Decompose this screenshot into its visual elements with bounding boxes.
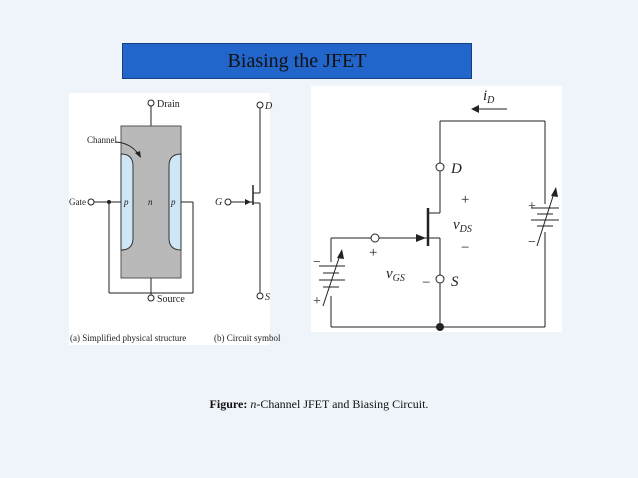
id-label: iD — [483, 88, 495, 106]
d-terminal — [435, 162, 445, 172]
channel-label: Channel — [87, 135, 117, 145]
jfet-structure-panel: Drain p n p Channel Gate S — [69, 93, 281, 345]
jfet-structure-svg: Drain p n p Channel Gate S — [69, 99, 281, 343]
symbol-s-label: S — [265, 292, 270, 303]
gate-arrowhead — [416, 234, 426, 242]
right-battery-variable-line — [536, 189, 556, 247]
left-battery-plus: + — [313, 294, 321, 309]
vds-minus: − — [461, 240, 469, 256]
symbol-d-label: D — [264, 101, 273, 112]
vgs-minus: − — [422, 275, 430, 291]
caption-n: n — [250, 397, 257, 411]
d-label: D — [450, 161, 462, 177]
right-battery-variable-arrow — [551, 187, 558, 197]
symbol-drain-terminal — [256, 101, 264, 109]
p-right-label: p — [170, 197, 176, 207]
left-battery-minus: − — [313, 255, 321, 270]
gate-terminal — [87, 198, 95, 206]
slide-title: Biasing the JFET — [227, 49, 367, 72]
right-battery-plus: + — [528, 199, 536, 214]
ground-junction — [436, 323, 444, 331]
vds-label: vDS — [453, 217, 472, 235]
biasing-circuit-svg: iD + − D — [313, 88, 559, 331]
figure-caption: Figure: n-Channel JFET and Biasing Circu… — [0, 397, 638, 412]
biasing-circuit-panel: iD + − D — [311, 86, 562, 332]
p-region-left — [120, 153, 134, 251]
gate-label: Gate — [69, 197, 86, 207]
id-arrowhead — [471, 105, 479, 113]
channel-arrowhead — [135, 151, 141, 158]
p-region-right — [168, 153, 182, 251]
symbol-source-terminal — [256, 292, 264, 300]
symbol-gate-terminal — [224, 198, 232, 206]
right-battery-minus: − — [528, 235, 536, 250]
vds-plus: + — [461, 192, 469, 208]
symbol-caption: (b) Circuit symbol — [214, 333, 281, 343]
physical-caption: (a) Simplified physical structure — [70, 333, 186, 343]
n-label: n — [148, 197, 153, 207]
caption-text: -Channel JFET and Biasing Circuit. — [256, 397, 429, 411]
source-terminal — [147, 294, 155, 302]
drain-terminal — [147, 99, 155, 107]
vgs-plus: + — [369, 245, 377, 261]
vgs-label: vGS — [386, 266, 405, 284]
g-terminal — [370, 233, 380, 243]
symbol-gate-arrow — [245, 199, 251, 205]
caption-label: Figure: — [209, 397, 248, 411]
symbol-g-label: G — [215, 197, 222, 208]
drain-label: Drain — [157, 99, 180, 110]
title-box: Biasing the JFET — [122, 43, 472, 79]
p-left-label: p — [123, 197, 129, 207]
s-terminal — [435, 274, 445, 284]
s-label: S — [451, 274, 459, 290]
left-battery-variable-line — [322, 251, 342, 307]
source-label: Source — [157, 294, 185, 305]
left-battery-variable-arrow — [337, 249, 344, 259]
